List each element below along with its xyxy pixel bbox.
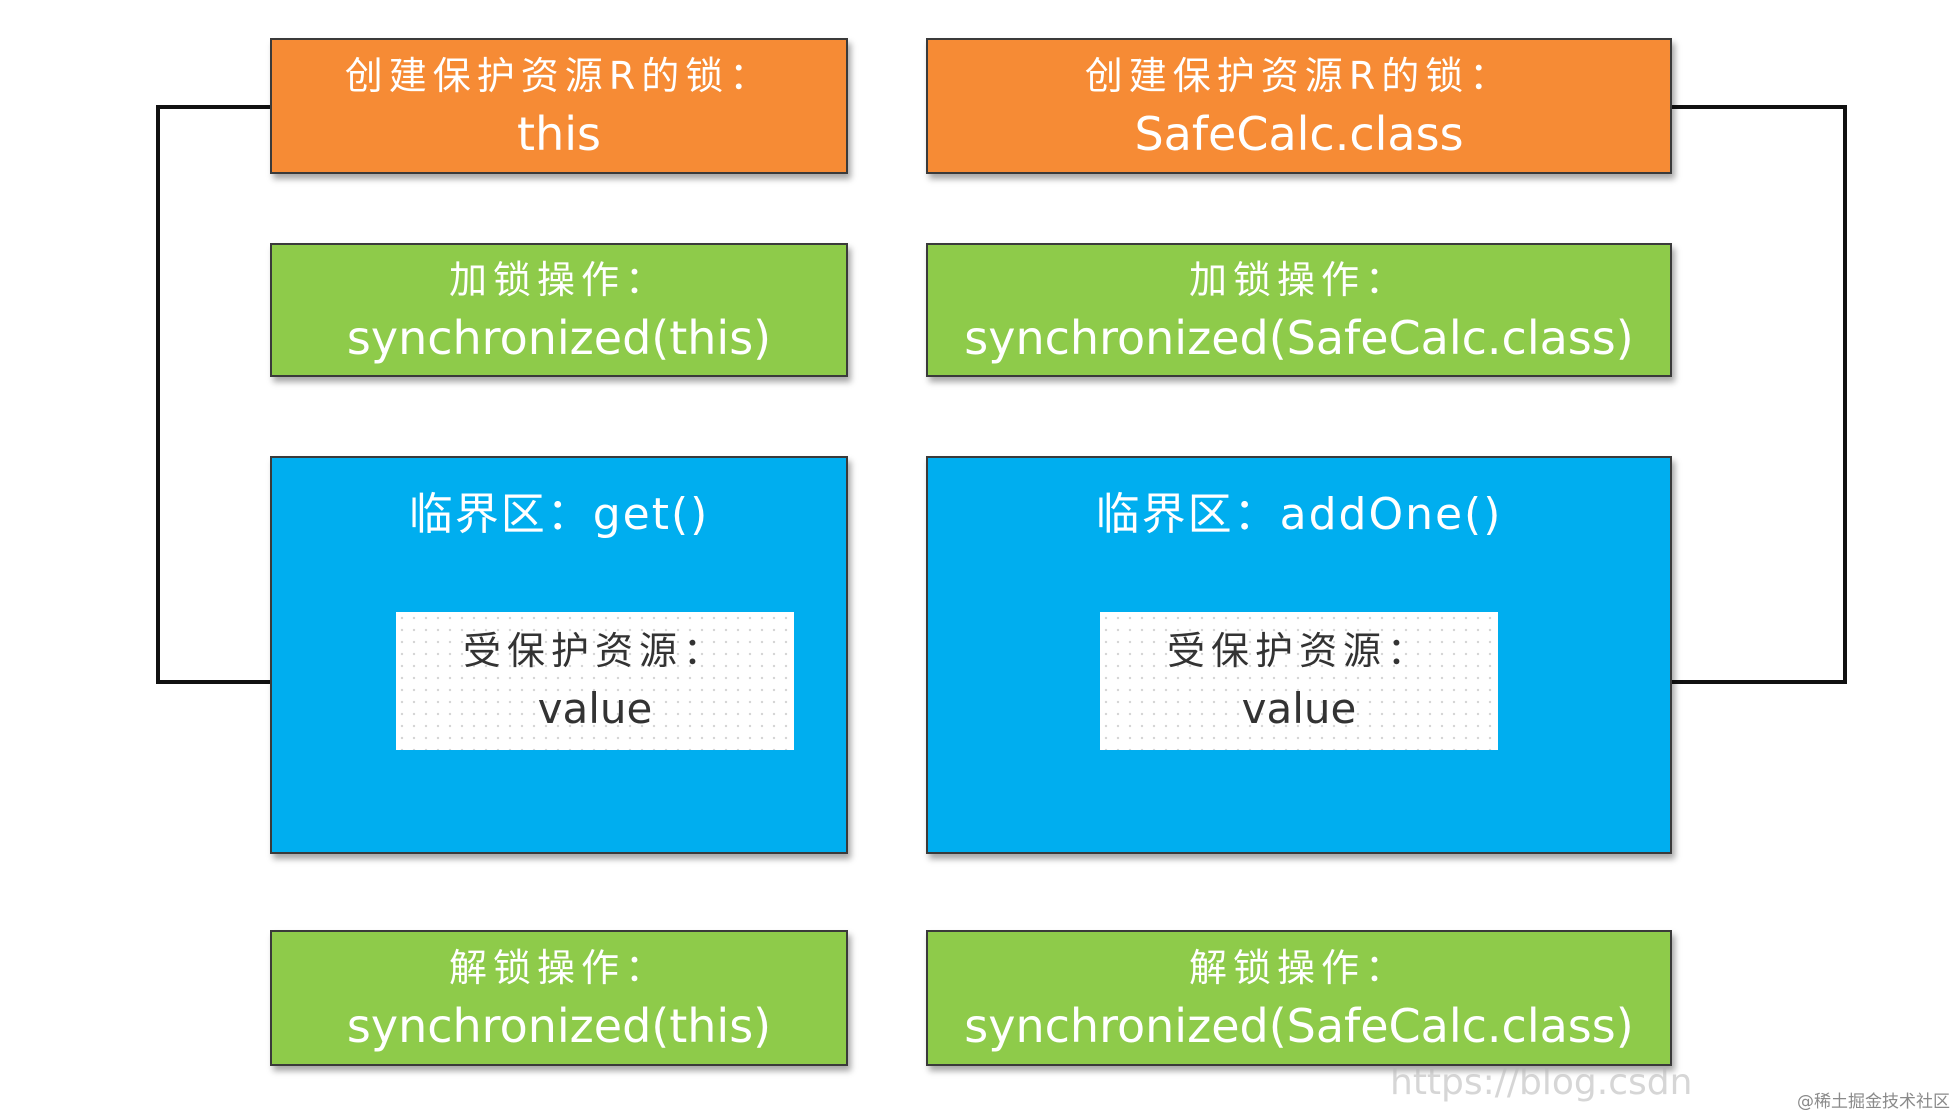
left-protected-resource-box: 受保护资源： value xyxy=(396,612,794,750)
right-lock-to-resource-arrow xyxy=(1503,105,1847,687)
left-critical-section-box: 临界区：get() 受保护资源： value xyxy=(270,456,848,854)
left-unlock-op-box: 解锁操作： synchronized(this) xyxy=(270,930,848,1066)
right-critical-section-title: 临界区：addOne() xyxy=(1095,489,1503,540)
left-critical-section-title: 临界区：get() xyxy=(408,489,710,540)
right-lock-op-box: 加锁操作： synchronized(SafeCalc.class) xyxy=(926,243,1672,377)
left-lock-op-label: 加锁操作： xyxy=(448,258,669,302)
right-lock-op-label: 加锁操作： xyxy=(1188,258,1409,302)
watermark-url: https://blog.csdn xyxy=(1390,1062,1693,1103)
left-lock-create-label: 创建保护资源R的锁： xyxy=(344,54,774,98)
right-resource-value: value xyxy=(1241,684,1357,733)
left-lock-create-value: this xyxy=(517,107,601,161)
right-unlock-op-value: synchronized(SafeCalc.class) xyxy=(964,999,1634,1053)
left-resource-value: value xyxy=(537,684,653,733)
right-lock-create-label: 创建保护资源R的锁： xyxy=(1084,54,1514,98)
left-resource-label: 受保护资源： xyxy=(462,629,727,673)
right-unlock-op-label: 解锁操作： xyxy=(1188,946,1409,990)
right-resource-label: 受保护资源： xyxy=(1166,629,1431,673)
right-lock-create-box: 创建保护资源R的锁： SafeCalc.class xyxy=(926,38,1672,174)
left-lock-op-box: 加锁操作： synchronized(this) xyxy=(270,243,848,377)
right-critical-section-box: 临界区：addOne() 受保护资源： value xyxy=(926,456,1672,854)
left-lock-op-value: synchronized(this) xyxy=(346,311,772,365)
watermark-credit: @稀土掘金技术社区 xyxy=(1797,1092,1950,1112)
right-lock-create-value: SafeCalc.class xyxy=(1134,107,1464,161)
left-lock-create-box: 创建保护资源R的锁： this xyxy=(270,38,848,174)
left-unlock-op-value: synchronized(this) xyxy=(346,999,772,1053)
right-unlock-op-box: 解锁操作： synchronized(SafeCalc.class) xyxy=(926,930,1672,1066)
left-unlock-op-label: 解锁操作： xyxy=(448,946,669,990)
right-lock-op-value: synchronized(SafeCalc.class) xyxy=(964,311,1634,365)
right-protected-resource-box: 受保护资源： value xyxy=(1100,612,1498,750)
